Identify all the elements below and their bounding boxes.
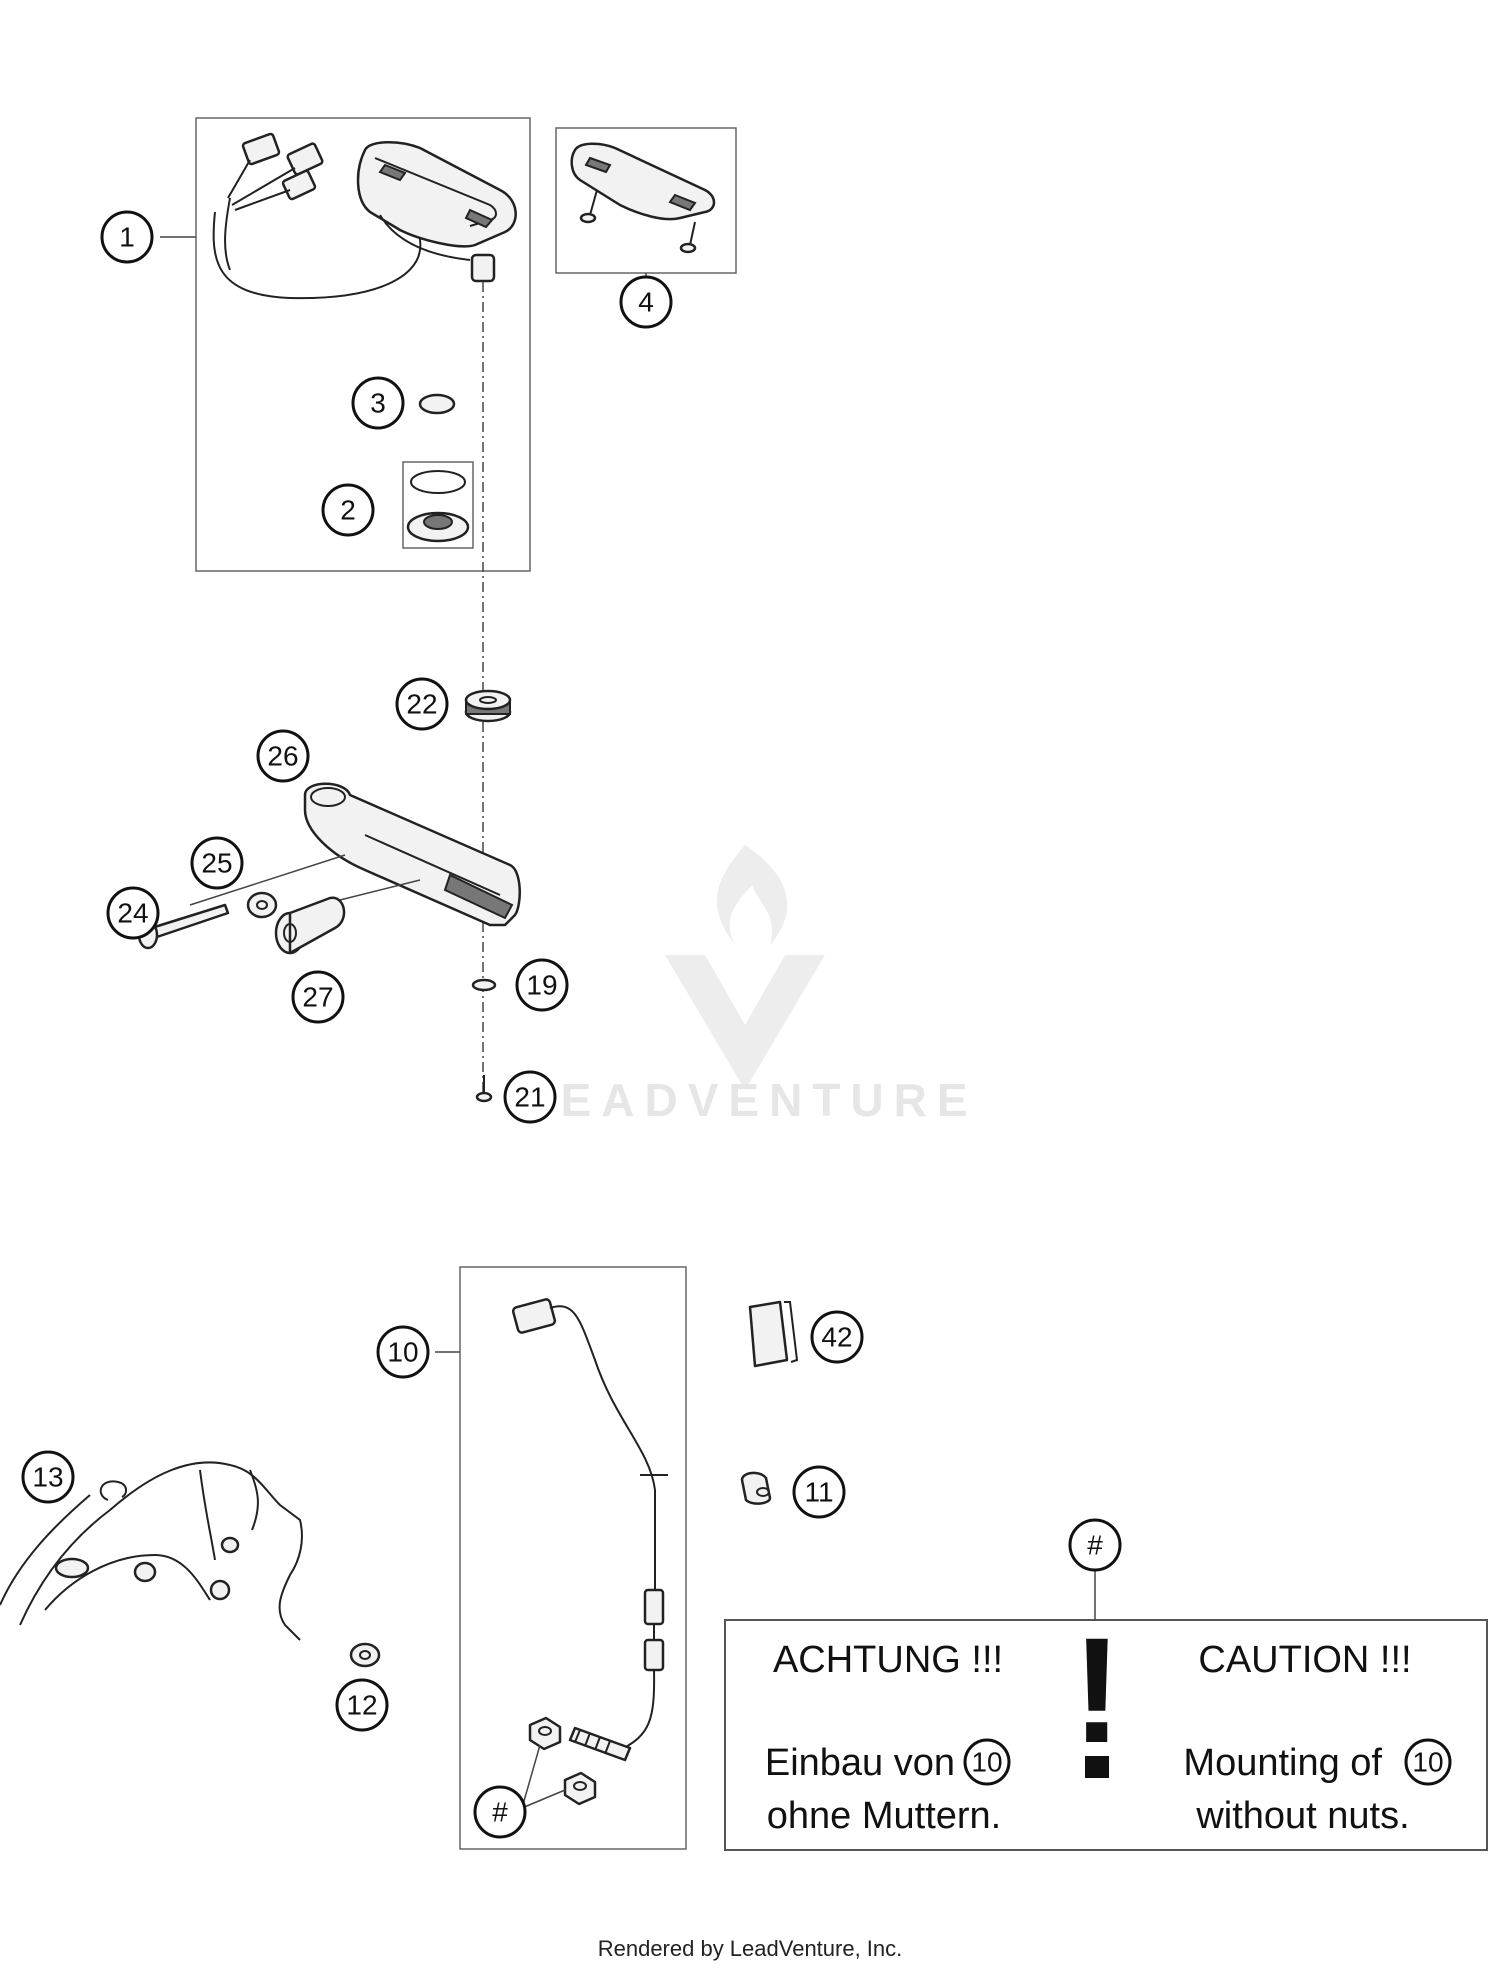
part-21-screw	[475, 1075, 493, 1103]
svg-text:19: 19	[526, 970, 557, 1001]
connector-plug	[281, 169, 317, 201]
caution-line2-en: without nuts.	[1195, 1795, 1409, 1837]
footer-credit: Rendered by LeadVenture, Inc.	[597, 1936, 903, 1961]
callout-12: 12	[335, 1678, 389, 1732]
svg-text:22: 22	[406, 689, 437, 720]
speedometer-cover	[570, 142, 716, 254]
part-13-circlip	[99, 1480, 128, 1501]
svg-text:27: 27	[302, 982, 333, 1013]
part-11-clip	[740, 1471, 772, 1505]
caution-mark: !	[1072, 1606, 1122, 1774]
group-box-speed-sensor	[459, 1266, 687, 1850]
callout-ref-en: 10	[1404, 1738, 1452, 1786]
group-box-speedometer	[195, 117, 531, 572]
part-2-oring	[410, 470, 466, 494]
watermark: LEADVENTURE	[522, 845, 977, 1126]
callout-21: 21	[503, 1070, 557, 1124]
part-22-grommet	[464, 689, 512, 723]
svg-text:42: 42	[821, 1322, 852, 1353]
svg-text:12: 12	[346, 1690, 377, 1721]
caution-line1-en: Mounting of	[1183, 1742, 1382, 1784]
part-12-spacer	[349, 1642, 381, 1668]
callout-25: 25	[190, 836, 244, 890]
caution-box	[724, 1619, 1488, 1851]
callout-19: 19	[515, 958, 569, 1012]
caution-mark-dot	[1085, 1756, 1109, 1778]
callout-24: 24	[106, 886, 160, 940]
leader-27	[339, 879, 421, 901]
caution-line2-de: ohne Muttern.	[767, 1795, 1001, 1837]
svg-text:26: 26	[267, 741, 298, 772]
connector-plug	[286, 142, 324, 176]
callout-4: 4	[619, 275, 673, 329]
group-box-part-2	[402, 461, 474, 549]
callout-3: 3	[351, 376, 405, 430]
callout-42: 42	[810, 1310, 864, 1364]
connector-wires	[227, 159, 296, 211]
speedometer-wiring	[224, 197, 231, 271]
svg-text:13: 13	[32, 1462, 63, 1493]
svg-text:21: 21	[514, 1082, 545, 1113]
leader-24-25	[189, 854, 346, 906]
caution-heading-en: CAUTION !!!	[1198, 1639, 1411, 1681]
svg-text:4: 4	[638, 287, 654, 318]
connector-plug	[241, 132, 281, 166]
svg-text:11: 11	[804, 1477, 833, 1508]
part-25-spacer	[246, 891, 278, 919]
speedometer-wiring	[212, 211, 422, 300]
part-19-washer	[471, 978, 497, 992]
nuts	[528, 1716, 597, 1806]
part-13-sensor-ring	[0, 1461, 303, 1641]
part-2-drive-hub	[423, 514, 453, 530]
callout-1: 1	[100, 210, 154, 264]
callout-2: 2	[321, 483, 375, 537]
callout-ref-de: 10	[963, 1738, 1011, 1786]
svg-text:24: 24	[117, 898, 148, 929]
caution-heading-de: ACHTUNG !!!	[773, 1639, 1003, 1681]
caution-line1-de: Einbau von	[765, 1742, 955, 1784]
svg-text:#: #	[1087, 1530, 1103, 1561]
part-3-washer	[418, 393, 456, 415]
callout-27: 27	[291, 970, 345, 1024]
leader-hash-bottom	[521, 1744, 566, 1809]
svg-text:#: #	[492, 1797, 508, 1828]
svg-text:10: 10	[1412, 1747, 1443, 1778]
callout-hash-bottom: #	[473, 1785, 527, 1839]
callout-10: 10	[376, 1325, 430, 1379]
watermark-flame-icon	[716, 845, 788, 945]
part-27-rubber-mount	[274, 896, 346, 955]
part-10-speed-sensor	[511, 1298, 668, 1762]
svg-text:10: 10	[971, 1747, 1002, 1778]
callout-13: 13	[21, 1450, 75, 1504]
svg-text:2: 2	[340, 495, 356, 526]
speedometer-unit	[356, 141, 517, 283]
part-42-pad	[748, 1300, 799, 1368]
watermark-v-icon	[665, 955, 825, 1090]
callout-hash-top: #	[1068, 1518, 1122, 1572]
watermark-text: LEADVENTURE	[522, 1074, 977, 1126]
callout-11: 11	[792, 1465, 846, 1519]
svg-text:25: 25	[201, 848, 232, 879]
callout-22: 22	[395, 677, 449, 731]
svg-text:3: 3	[370, 388, 386, 419]
svg-text:10: 10	[387, 1337, 418, 1368]
part-26-bracket	[303, 782, 521, 927]
callout-26: 26	[256, 729, 310, 783]
svg-text:1: 1	[119, 222, 135, 253]
